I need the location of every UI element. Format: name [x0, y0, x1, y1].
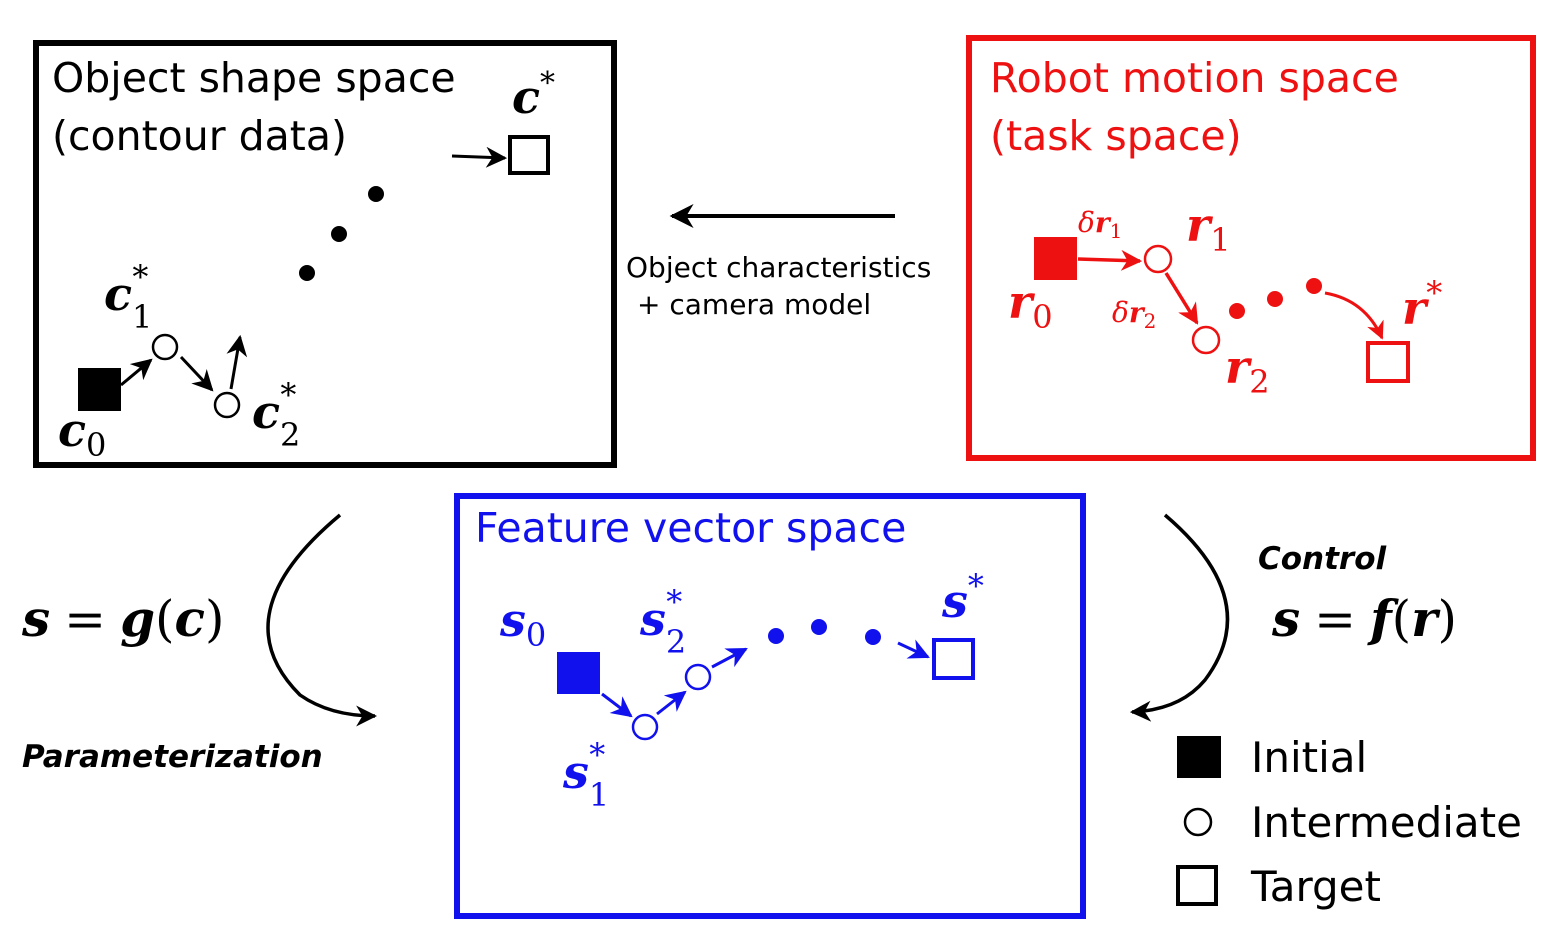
control-mapping: Control s=f(r)	[1129, 513, 1457, 722]
feature-target-square	[932, 638, 975, 680]
shape-box-border	[33, 40, 617, 468]
right-curved-arrow	[1129, 513, 1230, 722]
motion-intermediate-1	[1143, 244, 1173, 274]
motion-target-label: r*	[1402, 274, 1442, 335]
motion-initial-square	[1034, 237, 1077, 280]
shape-inter2-label: c2*	[252, 376, 300, 454]
motion-initial-label: r0	[1008, 275, 1053, 336]
motion-delta2-label: δr2	[1112, 296, 1156, 333]
shape-arrow-0-1	[120, 358, 153, 387]
feature-box-border	[454, 493, 1086, 919]
legend-target-swatch	[1176, 865, 1218, 906]
feature-inter1-label: s1*	[562, 736, 609, 814]
motion-dot	[1267, 291, 1283, 307]
feature-dot	[811, 619, 827, 635]
shape-arrow-2-next	[226, 334, 248, 390]
shape-initial-label: c0	[58, 403, 106, 464]
feature-dot	[768, 628, 784, 644]
shape-target-label: c*	[512, 66, 555, 124]
motion-box-border	[966, 35, 1536, 461]
motion-arrow-0-1	[1077, 249, 1143, 271]
feature-initial-label: s0	[499, 593, 546, 654]
object-characteristics-arrow: Object characteristics + camera model	[626, 204, 931, 321]
right-equation: s=f(r)	[1271, 589, 1457, 648]
shape-arrow-1-2	[179, 355, 214, 392]
parameterization-mapping: s=g(c) Parameterization	[21, 513, 378, 775]
shape-dot	[368, 186, 384, 202]
legend-target-label: Target	[1250, 862, 1381, 911]
legend-intermediate-swatch	[1183, 807, 1213, 837]
top-arrow-line1: Object characteristics	[626, 251, 931, 284]
shape-initial-square	[78, 368, 121, 411]
feature-arrow-to-target	[897, 639, 930, 659]
left-curved-arrow	[266, 513, 378, 727]
motion-arrow-1-2	[1164, 272, 1199, 325]
control-caption: Control	[1258, 541, 1387, 577]
shape-inter1-label: c1*	[104, 258, 152, 336]
motion-intermediate-2	[1191, 325, 1221, 355]
feature-title: Feature vector space	[475, 504, 906, 552]
motion-dot	[1229, 303, 1245, 319]
top-arrow-line2: + camera model	[637, 288, 871, 321]
parameterization-caption: Parameterization	[22, 739, 323, 775]
motion-arrow-to-target	[1324, 291, 1384, 340]
shape-title-line2: (contour data)	[52, 112, 347, 160]
feature-target-label: s*	[941, 567, 984, 628]
motion-inter2-label: r2	[1225, 340, 1270, 401]
motion-dot	[1306, 278, 1322, 294]
motion-title-line1: Robot motion space	[990, 54, 1399, 102]
feature-dot	[865, 629, 881, 645]
object-shape-space-panel: Object shape space (contour data) c* c0 …	[33, 40, 617, 468]
feature-inter2-label: s2*	[639, 583, 686, 661]
motion-inter1-label: r1	[1186, 198, 1231, 259]
motion-delta1-label: δr1	[1078, 206, 1122, 243]
feature-intermediate-2	[684, 663, 712, 691]
shape-dot	[331, 226, 347, 242]
legend-intermediate-label: Intermediate	[1251, 798, 1522, 847]
feature-vector-space-panel: Feature vector space s0 s1* s2* s*	[454, 493, 1086, 919]
left-equation: s=g(c)	[21, 589, 225, 648]
shape-title-line1: Object shape space	[52, 54, 456, 102]
legend-initial-label: Initial	[1251, 733, 1367, 782]
feature-arrow-0-1	[601, 692, 633, 718]
shape-dot	[299, 265, 315, 281]
shape-intermediate-1	[151, 333, 179, 361]
shape-target-arrow	[451, 146, 508, 168]
feature-arrow-1-2	[656, 690, 687, 716]
feature-initial-square	[557, 652, 600, 694]
motion-title-line2: (task space)	[990, 112, 1242, 160]
feature-intermediate-1	[631, 713, 659, 741]
legend: Initial Intermediate Target	[1176, 733, 1522, 911]
shape-target-square	[508, 135, 550, 175]
feature-arrow-2-next	[711, 647, 748, 669]
legend-initial-swatch	[1177, 736, 1221, 778]
shape-intermediate-2	[213, 391, 241, 419]
robot-motion-space-panel: Robot motion space (task space) r0 δr1 r…	[966, 35, 1536, 461]
motion-target-square	[1366, 341, 1410, 383]
